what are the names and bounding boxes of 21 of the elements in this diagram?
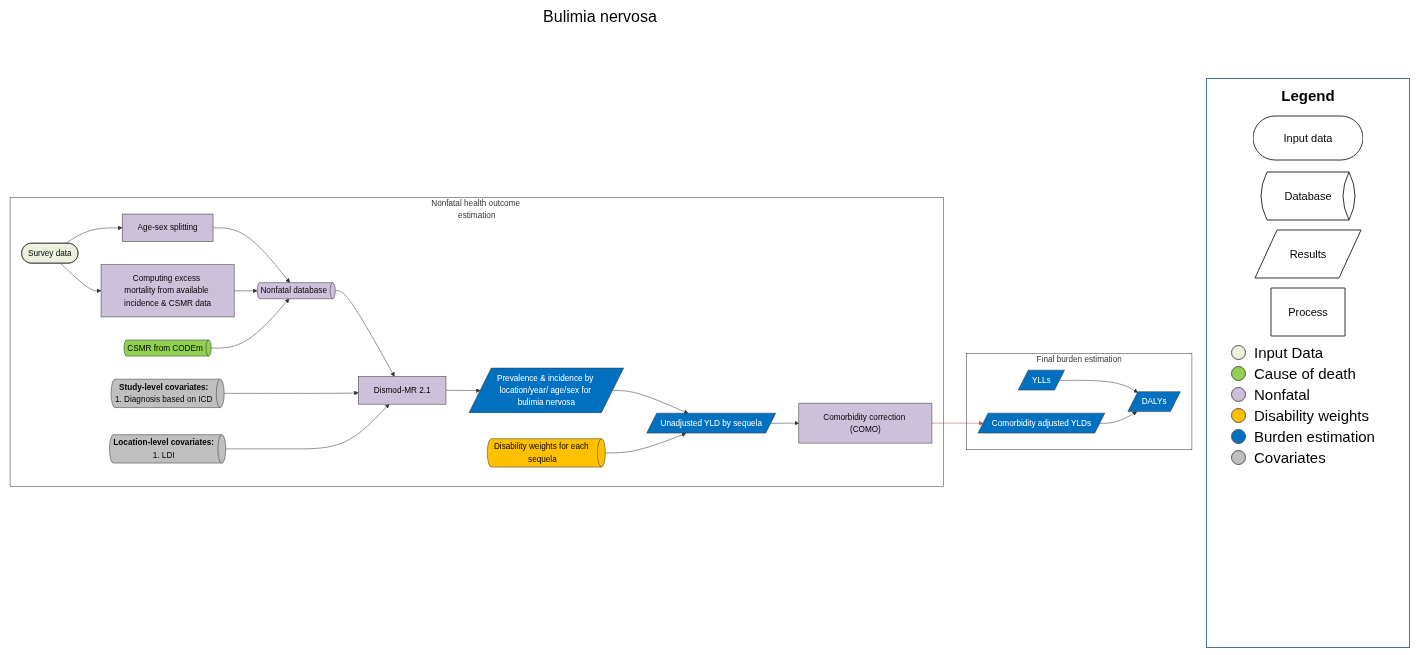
- node-box: Dismod-MR 2.1: [358, 376, 447, 405]
- node-text: Location-level covariates: 1. LDI: [113, 438, 214, 460]
- legend-text: Database: [1284, 190, 1332, 202]
- legend-text: Nonfatal: [1254, 386, 1310, 403]
- legend-text: Input Data: [1254, 344, 1324, 361]
- node-text: Disability weights for each sequela: [493, 442, 589, 464]
- node-box: Comorbidity correction (COMO): [798, 402, 933, 444]
- legend-text: Burden estimation: [1254, 428, 1375, 445]
- diagram-title: Bulimia nervosa: [542, 8, 658, 26]
- legend-text: Cause of death: [1254, 365, 1356, 382]
- node-text: Study-level covariates: 1. Diagnosis based on ICD: [114, 382, 213, 404]
- node-box: Computing excess mortality from available incidence & CSMR data: [100, 264, 235, 318]
- legend-text: Input data: [1283, 132, 1333, 144]
- legend-text: Results: [1289, 248, 1327, 260]
- legend-text: Process: [1288, 306, 1328, 318]
- legend-text: Disability weights: [1254, 407, 1370, 424]
- node-box: Age-sex splitting: [121, 213, 214, 242]
- node-text: CSMR from CODEm: [127, 343, 203, 353]
- legend-heading: Legend: [1280, 87, 1336, 104]
- legend-text: Covariates: [1254, 449, 1326, 466]
- node-text: Nonfatal database: [260, 286, 327, 295]
